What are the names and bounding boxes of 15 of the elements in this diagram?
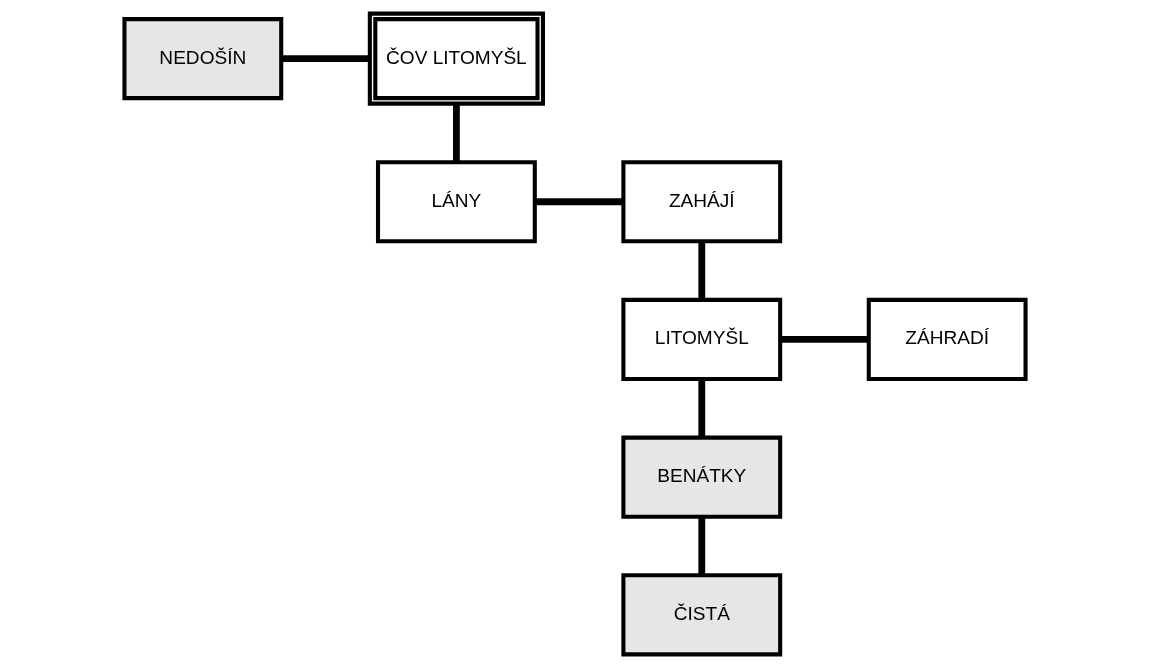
- node-box: BENÁTKY: [620, 435, 782, 519]
- node-box: ZAHÁJÍ: [620, 160, 782, 244]
- node-box: ZÁHRADÍ: [866, 297, 1028, 382]
- node-box: LITOMYŠL: [620, 297, 782, 382]
- connector: [534, 198, 623, 206]
- connector: [697, 241, 705, 300]
- node-box: ČOV LITOMYŠL: [367, 11, 545, 106]
- connector: [697, 516, 705, 576]
- node-box: LÁNY: [375, 160, 537, 244]
- connector: [780, 336, 869, 343]
- node-box: NEDOŠÍN: [121, 17, 283, 101]
- node-box: ČISTÁ: [620, 573, 782, 657]
- connector: [280, 55, 369, 63]
- connector: [697, 379, 705, 438]
- connector: [452, 103, 460, 163]
